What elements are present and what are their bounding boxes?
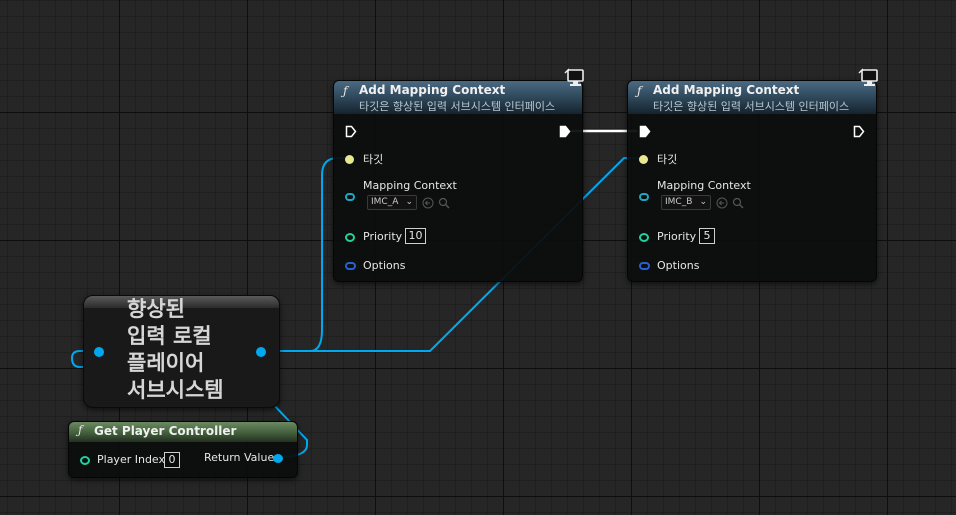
priority-pin[interactable] [639, 233, 649, 242]
add-mapping-context-node-b[interactable]: ƒ Add Mapping Context 타깃은 향상된 입력 서브시스템 인… [627, 68, 878, 282]
get-player-controller-node[interactable]: ƒ Get Player Controller Player Index 0 R… [68, 421, 298, 478]
priority-input[interactable]: 5 [699, 228, 715, 244]
node-title: 향상된 입력 로컬 플레이어 서브시스템 [127, 297, 224, 402]
priority-label: Priority [363, 230, 403, 243]
priority-label: Priority [657, 230, 697, 243]
subsystem-output-pin[interactable] [256, 347, 266, 357]
function-icon: ƒ [343, 84, 348, 98]
player-index-pin[interactable] [80, 456, 90, 465]
exec-out-pin[interactable] [559, 125, 571, 138]
target-pin[interactable] [345, 155, 354, 164]
node-title: Get Player Controller [94, 424, 237, 438]
chevron-down-icon: ⌄ [699, 197, 707, 207]
exec-out-pin[interactable] [853, 125, 865, 138]
priority-input[interactable]: 10 [405, 228, 426, 244]
player-index-input[interactable]: 0 [164, 452, 180, 468]
arrow-left-circle-icon[interactable] [716, 197, 728, 209]
options-pin[interactable] [639, 262, 650, 270]
mapping-context-dropdown[interactable]: IMC_B ⌄ [661, 195, 711, 210]
exec-in-pin[interactable] [639, 125, 651, 138]
mapping-context-dropdown[interactable]: IMC_A ⌄ [367, 195, 417, 210]
options-label: Options [657, 259, 700, 272]
mapping-context-label: Mapping Context [657, 179, 751, 192]
return-value-label: Return Value [204, 451, 275, 464]
node-header[interactable]: ƒ Add Mapping Context 타깃은 향상된 입력 서브시스템 인… [334, 81, 582, 114]
node-subtitle: 타깃은 향상된 입력 서브시스템 인터페이스 [653, 100, 850, 113]
node-header[interactable]: ƒ Get Player Controller [69, 422, 297, 442]
return-value-pin[interactable] [273, 454, 283, 463]
monitor-icon [858, 68, 878, 86]
mapping-context-value: IMC_A [371, 197, 399, 207]
player-input-pin[interactable] [94, 347, 104, 357]
mapping-context-label: Mapping Context [363, 179, 457, 192]
target-label: 타깃 [363, 153, 384, 166]
player-index-label: Player Index [97, 453, 166, 466]
mapping-context-value: IMC_B [665, 197, 693, 207]
function-icon: ƒ [637, 84, 642, 98]
target-label: 타깃 [657, 153, 678, 166]
node-header[interactable]: ƒ Add Mapping Context 타깃은 향상된 입력 서브시스템 인… [628, 81, 876, 114]
mapping-context-pin[interactable] [345, 193, 355, 201]
priority-pin[interactable] [345, 233, 355, 242]
options-pin[interactable] [345, 262, 356, 270]
node-title: Add Mapping Context [359, 83, 506, 97]
target-pin[interactable] [639, 155, 648, 164]
function-icon: ƒ [78, 423, 83, 437]
mapping-context-pin[interactable] [639, 193, 649, 201]
enhanced-input-subsystem-node[interactable]: 향상된 입력 로컬 플레이어 서브시스템 [83, 295, 280, 408]
node-subtitle: 타깃은 향상된 입력 서브시스템 인터페이스 [359, 100, 556, 113]
node-title: Add Mapping Context [653, 83, 800, 97]
options-label: Options [363, 259, 406, 272]
search-icon[interactable] [732, 197, 744, 209]
search-icon[interactable] [438, 197, 450, 209]
monitor-icon [564, 68, 584, 86]
arrow-left-circle-icon[interactable] [422, 197, 434, 209]
chevron-down-icon: ⌄ [405, 197, 413, 207]
exec-in-pin[interactable] [345, 125, 357, 138]
add-mapping-context-node-a[interactable]: ƒ Add Mapping Context 타깃은 향상된 입력 서브시스템 인… [333, 68, 584, 282]
